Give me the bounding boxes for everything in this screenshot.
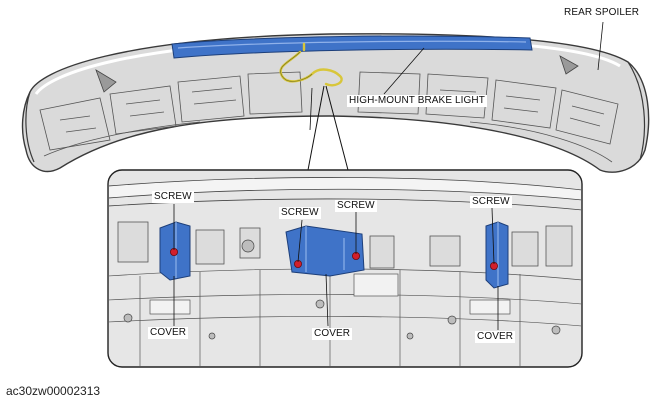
label-screw-right: SCREW bbox=[470, 196, 512, 208]
callout-connector bbox=[307, 85, 349, 171]
label-high-mount-brake-light: HIGH-MOUNT BRAKE LIGHT bbox=[347, 95, 487, 107]
label-cover-left: COVER bbox=[148, 327, 189, 339]
cover-center bbox=[285, 225, 365, 277]
leader-lines-detail bbox=[173, 204, 499, 330]
screw-markers bbox=[169, 247, 498, 270]
label-cover-center: COVER bbox=[312, 328, 353, 340]
leader-lines-upper bbox=[309, 21, 604, 131]
reference-code: ac30zw00002313 bbox=[6, 384, 101, 398]
high-mount-brake-light-part bbox=[171, 35, 533, 59]
detail-callout-box bbox=[107, 169, 583, 368]
label-screw-center-left: SCREW bbox=[279, 207, 321, 219]
label-screw-center-right: SCREW bbox=[335, 200, 377, 212]
label-cover-right: COVER bbox=[475, 331, 516, 343]
label-rear-spoiler: REAR SPOILER bbox=[562, 7, 642, 19]
label-screw-left: SCREW bbox=[152, 191, 194, 203]
cover-right bbox=[485, 221, 509, 289]
rear-spoiler-body bbox=[21, 33, 650, 173]
